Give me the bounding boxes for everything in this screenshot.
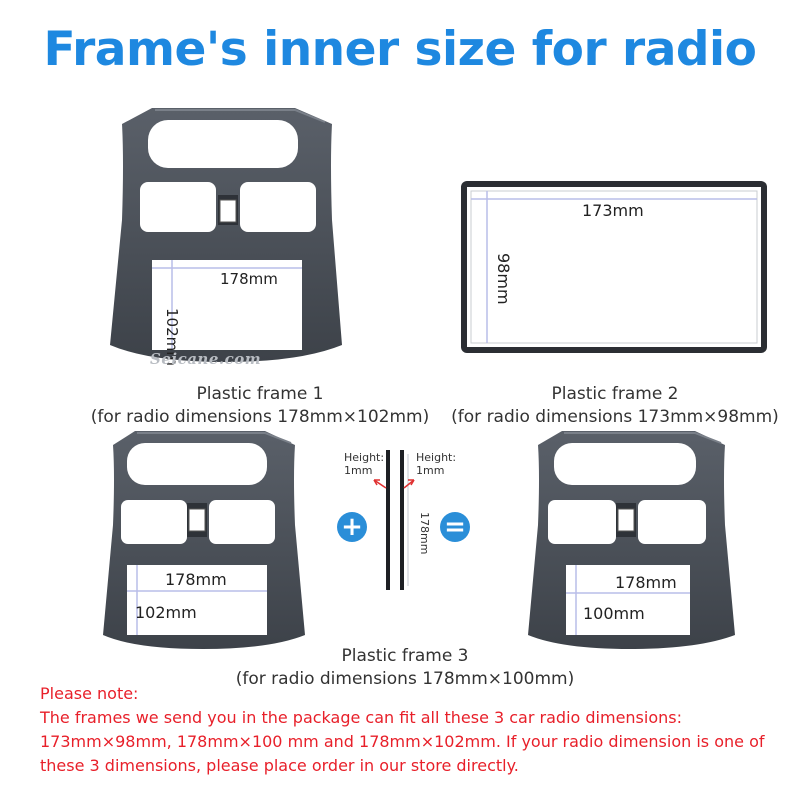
plastic-frame-2-image (461, 181, 767, 353)
frame1-caption: Plastic frame 1 (for radio dimensions 17… (40, 383, 480, 429)
frame2-width-label: 173mm (582, 201, 644, 220)
frame2-caption: Plastic frame 2 (for radio dimensions 17… (445, 383, 785, 429)
frame2-caption-name: Plastic frame 2 (551, 384, 679, 404)
frame1-width-label: 178mm (220, 270, 278, 288)
strip-right-height-label: Height: 1mm (416, 451, 457, 477)
please-note-block: Please note: The frames we send you in t… (40, 682, 780, 778)
equals-icon: = (440, 512, 470, 542)
plastic-frame-1-image (110, 108, 342, 362)
strip-left-height-label: Height: 1mm (344, 451, 385, 477)
frame1-caption-name: Plastic frame 1 (196, 384, 324, 404)
plus-icon: + (337, 512, 367, 542)
plastic-frame-3-right-image (528, 431, 735, 649)
plastic-frame-3-left-image (103, 431, 305, 649)
strip-length-label: 178mm (418, 512, 431, 555)
frame2-caption-dims: (for radio dimensions 173mm×98mm) (451, 407, 779, 427)
page-title: Frame's inner size for radio (43, 22, 757, 77)
frame2-height-label: 98mm (494, 253, 513, 305)
frame1-caption-dims: (for radio dimensions 178mm×102mm) (90, 407, 430, 427)
note-line-1: The frames we send you in the package ca… (40, 708, 682, 727)
frame3-left-width-label: 178mm (165, 570, 227, 589)
spacer-strips-image (373, 450, 415, 590)
frame3-right-width-label: 178mm (615, 573, 677, 592)
frame3-caption-dims: (for radio dimensions 178mm×100mm) (235, 669, 575, 689)
watermark-logo: Seicane.com (150, 350, 262, 368)
frame3-left-height-label: 102mm (135, 603, 197, 622)
frame3-caption-name: Plastic frame 3 (341, 646, 469, 666)
note-line-2: 173mm×98mm, 178mm×100 mm and 178mm×102mm… (40, 732, 765, 751)
note-line-3: these 3 dimensions, please place order i… (40, 756, 519, 775)
frame3-caption: Plastic frame 3 (for radio dimensions 17… (200, 645, 610, 691)
frame3-right-height-label: 100mm (583, 604, 645, 623)
note-heading: Please note: (40, 684, 139, 703)
